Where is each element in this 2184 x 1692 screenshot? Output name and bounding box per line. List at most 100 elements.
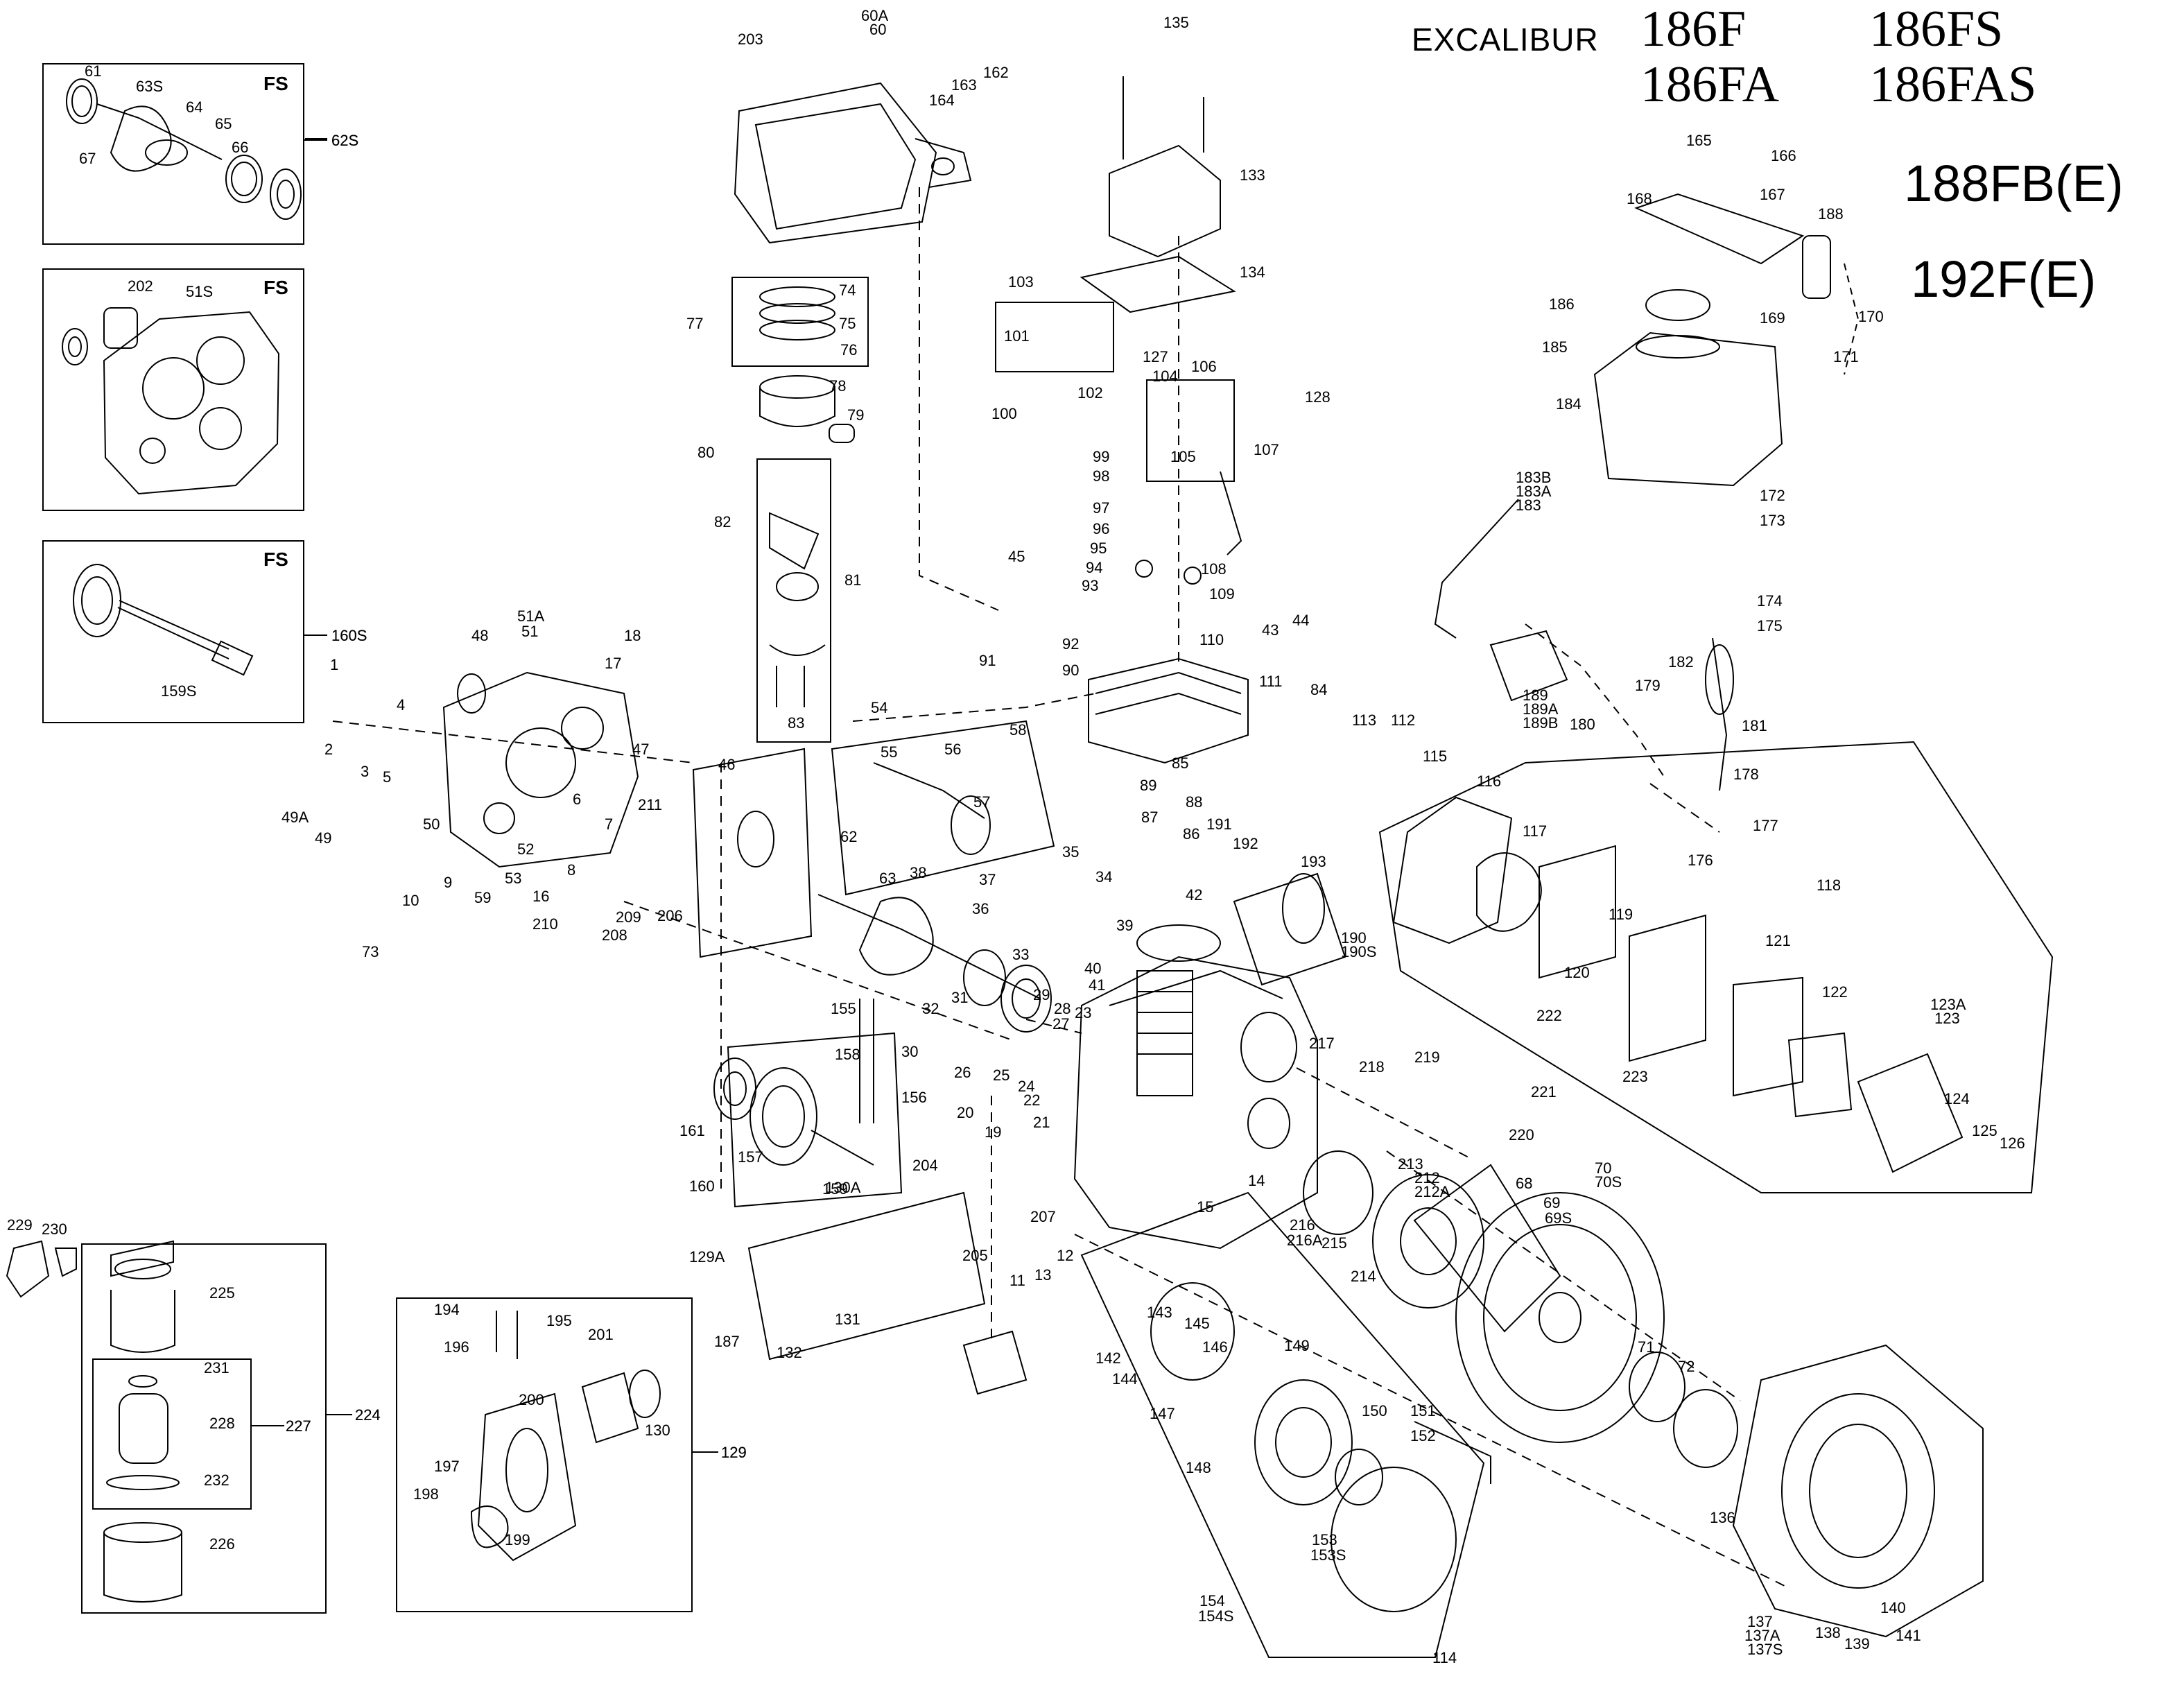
inset-air-cleaner-element-frame [92,1358,252,1510]
part-callout-9: 9 [444,874,452,891]
part-callout-203: 203 [738,31,763,48]
part-callout-34: 34 [1095,868,1112,886]
part-callout-89: 89 [1140,777,1156,794]
part-callout-214: 214 [1351,1268,1376,1285]
part-callout-126: 126 [2000,1134,2025,1152]
part-callout-74: 74 [839,282,856,299]
part-callout-90: 90 [1062,662,1079,679]
part-callout-130a: 130A [825,1179,861,1196]
part-callout-140: 140 [1880,1599,1906,1616]
part-callout-209: 209 [616,908,641,926]
part-callout-103: 103 [1008,273,1034,291]
part-callout-26: 26 [954,1064,971,1081]
part-callout-159s: 159S [161,682,196,700]
fuel-hose-170 [1844,263,1860,375]
part-callout-102: 102 [1077,384,1103,402]
part-callout-217: 217 [1309,1035,1335,1052]
brand-title: EXCALIBUR [1412,21,1599,58]
inset-governor-frame [396,1297,693,1612]
part-callout-231: 231 [204,1359,229,1376]
part-callout-143: 143 [1147,1304,1172,1321]
part-callout-139: 139 [1844,1635,1870,1652]
group-leaders [251,139,718,1453]
part-callout-39: 39 [1116,917,1133,934]
part-callout-37: 37 [979,871,996,888]
part-callout-63s: 63S [136,78,163,95]
part-callout-36: 36 [972,900,989,917]
part-callout-153s: 153S [1310,1546,1346,1564]
part-callout-198: 198 [413,1485,439,1503]
crankshaft-drawing [737,762,1052,1033]
cylinder-head-drawing [1088,471,1249,764]
part-callout-41: 41 [1089,976,1105,994]
part-callout-137: 137 [1747,1613,1773,1630]
part-callout-177: 177 [1753,817,1778,834]
part-callout-160: 160 [689,1177,715,1195]
conrod-box [756,458,831,743]
part-callout-20: 20 [957,1104,973,1121]
part-callout-8: 8 [567,861,575,879]
part-callout-85: 85 [1172,754,1188,772]
part-callout-184: 184 [1556,395,1581,413]
model-186fas: 186FAS [1869,56,2037,113]
part-callout-156: 156 [901,1089,927,1106]
part-callout-192: 192 [1233,835,1258,852]
part-callout-7: 7 [605,815,613,833]
part-callout-191: 191 [1206,815,1232,833]
part-callout-32: 32 [922,1000,939,1017]
alignment-lines [332,187,1789,1589]
part-callout-195: 195 [546,1312,572,1329]
part-callout-113: 113 [1352,711,1376,729]
part-callout-38: 38 [910,864,926,881]
part-callout-80: 80 [697,444,714,461]
fs-camshaft-drawing [73,564,327,676]
fs-crankshaft-drawing [66,78,327,220]
flywheel-drawing [1303,1150,1738,1468]
part-callout-172: 172 [1760,487,1785,504]
part-callout-11: 11 [1009,1272,1025,1289]
part-callout-35: 35 [1062,843,1079,861]
part-callout-76: 76 [840,341,857,359]
camshaft-drawing [713,999,874,1166]
fuel-tank-drawing [1593,193,1831,791]
part-callout-216a: 216A [1287,1232,1323,1249]
air-cleaner-drawing [6,1240,182,1603]
part-callout-228: 228 [209,1415,235,1432]
part-callout-219: 219 [1414,1048,1440,1066]
group-label-129: 129 [721,1444,747,1461]
part-callout-194: 194 [434,1301,460,1318]
part-callout-135: 135 [1163,14,1189,31]
part-callout-16: 16 [532,888,549,905]
inset-fs-crankcase-frame [42,268,304,511]
part-callout-178: 178 [1733,766,1759,783]
part-callout-170: 170 [1858,308,1884,325]
part-callout-71: 71 [1638,1338,1654,1356]
air-filter-box-118 [1378,741,2054,1193]
part-callout-70: 70 [1595,1159,1611,1177]
part-callout-91: 91 [979,652,996,669]
part-callout-13: 13 [1034,1266,1051,1284]
part-callout-108: 108 [1201,560,1227,578]
part-callout-106: 106 [1191,358,1217,375]
part-callout-149: 149 [1284,1337,1310,1354]
part-callout-204: 204 [912,1157,938,1174]
part-callout-183a: 183A [1516,483,1552,500]
part-callout-93: 93 [1082,577,1098,594]
part-callout-145: 145 [1184,1315,1210,1332]
part-callout-14: 14 [1248,1172,1265,1189]
part-callout-29: 29 [1033,986,1050,1003]
part-callout-69s: 69S [1545,1209,1572,1227]
part-callout-110: 110 [1199,631,1224,648]
part-callout-205: 205 [962,1247,988,1264]
model-186fa: 186FA [1640,56,1780,113]
part-callout-136: 136 [1710,1509,1735,1526]
part-callout-77: 77 [686,315,703,332]
rocker-box-103 [995,302,1114,372]
part-callout-63: 63 [879,870,896,887]
part-callout-186: 186 [1549,295,1575,313]
part-callout-24: 24 [1018,1078,1034,1095]
part-callout-152: 152 [1410,1427,1436,1444]
part-callout-129: 129 [721,1444,747,1461]
part-callout-116: 116 [1477,772,1501,790]
part-callout-157: 157 [738,1148,763,1166]
